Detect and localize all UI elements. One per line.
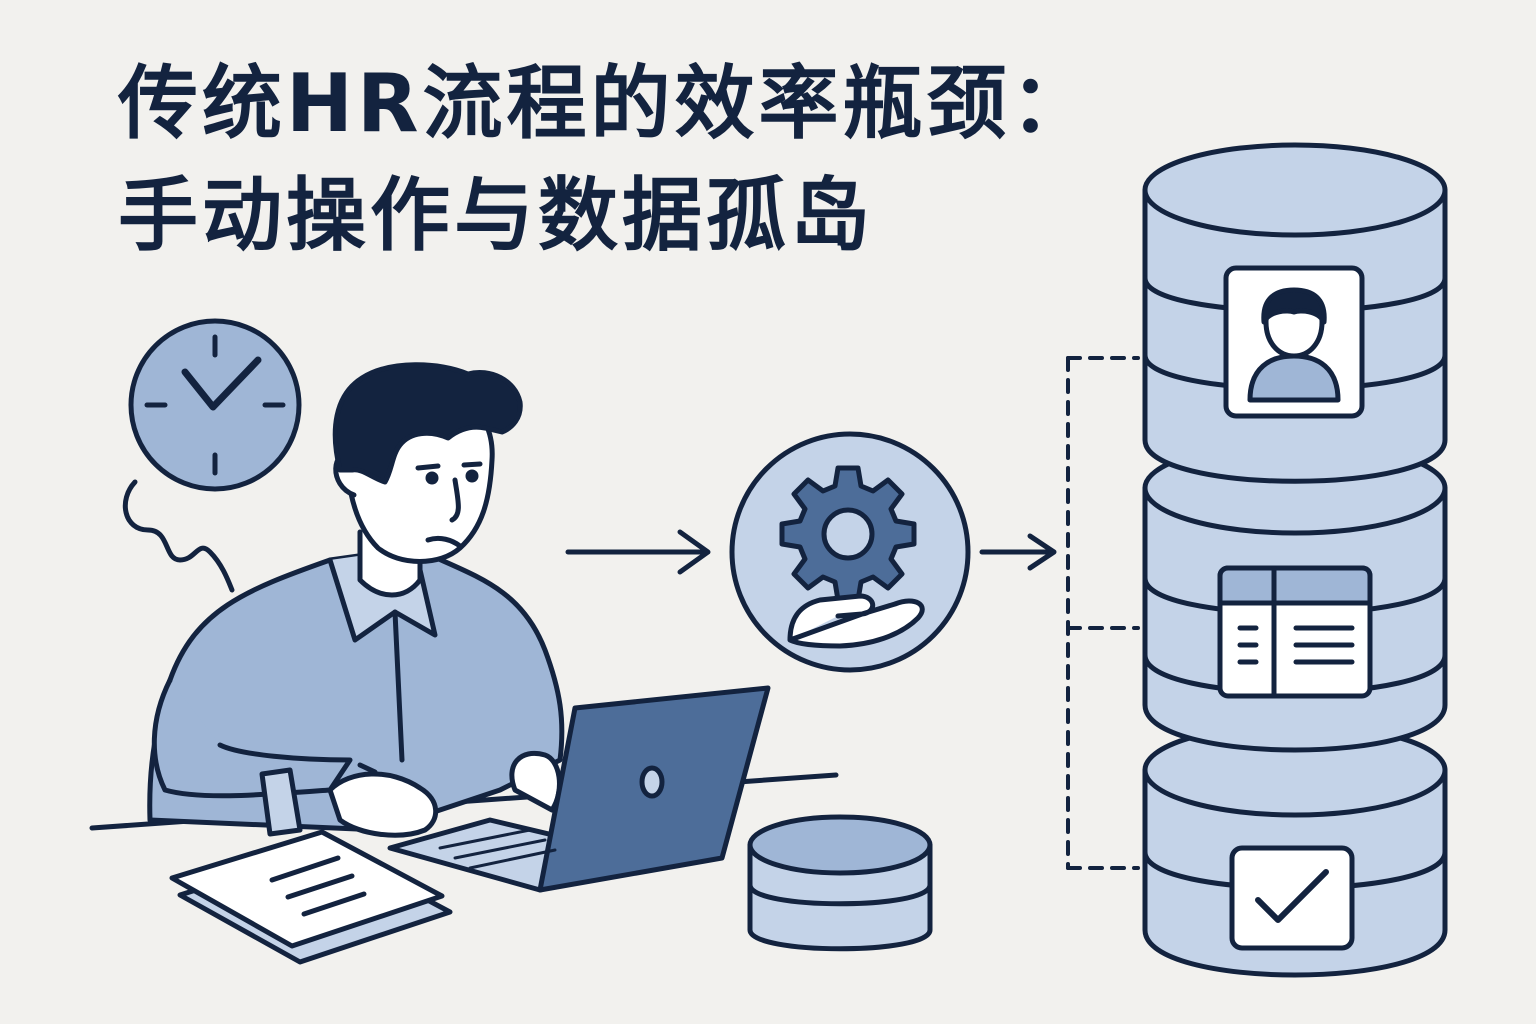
title-line-2: 手动操作与数据孤岛 (118, 169, 874, 262)
user-profile-icon (1223, 265, 1365, 419)
clock-icon (128, 318, 302, 492)
stress-squiggle (122, 479, 235, 593)
arrow-to-process (565, 529, 711, 575)
gear-hand-icon (729, 431, 971, 673)
table-icon (1217, 565, 1373, 699)
title-line-1: 传统HR流程的效率瓶颈： (118, 57, 1095, 150)
dashed-connectors (1066, 356, 1140, 870)
arrow-to-databases (979, 533, 1057, 571)
small-database (747, 814, 933, 952)
page-title: 传统HR流程的效率瓶颈： 手动操作与数据孤岛 (118, 48, 1095, 272)
laptop (387, 685, 771, 893)
checkmark-icon (1229, 845, 1355, 951)
person-working (147, 362, 565, 838)
paper-documents (169, 829, 453, 965)
